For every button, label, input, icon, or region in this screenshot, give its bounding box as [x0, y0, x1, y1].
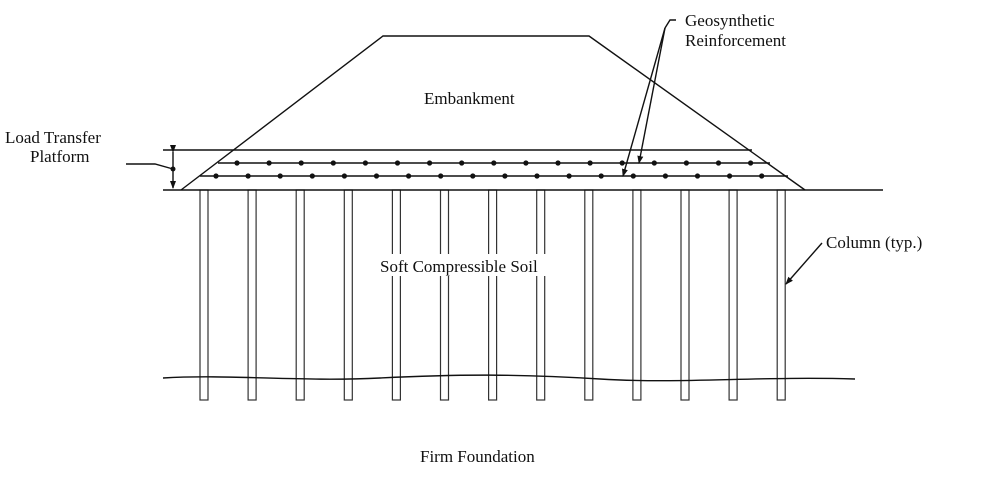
column: [536, 189, 546, 401]
column: [776, 189, 786, 401]
reinforcement-dot: [406, 173, 412, 179]
column: [584, 189, 594, 401]
reinforcement-dot: [748, 160, 754, 166]
reinforcement-dot: [373, 173, 380, 179]
reinforcement-dot: [587, 160, 593, 166]
reinforcement-dot: [438, 173, 444, 179]
reinforcement-dot: [662, 173, 669, 179]
reinforcement-dot: [277, 173, 283, 179]
reinforcement-dot: [523, 160, 529, 166]
reinforcement-dot: [555, 160, 561, 166]
reinforcement-dot: [213, 173, 219, 179]
reinforcement-dot: [727, 173, 733, 179]
embankment-outline: [180, 35, 806, 191]
reinforcement-dot: [502, 173, 508, 179]
ltp-label-1: Load Transfer: [5, 128, 101, 147]
reinforcement-dots: [213, 160, 765, 179]
reinforcement-dot: [427, 160, 433, 166]
reinforcement-dot: [234, 160, 240, 166]
column: [728, 189, 738, 401]
geosynthetic-label-2: Reinforcement: [685, 31, 786, 50]
soft-soil-label-bg: [376, 254, 582, 276]
column: [343, 189, 353, 401]
column: [680, 189, 690, 401]
reinforcement-dot: [694, 173, 701, 179]
column: [391, 189, 401, 401]
columns: [199, 189, 786, 401]
reinforcement-dot: [598, 173, 604, 179]
reinforcement-dot: [630, 173, 636, 179]
reinforcement-dot: [651, 160, 657, 166]
ltp-label-2: Platform: [30, 147, 90, 166]
reinforcement-dot: [394, 160, 401, 166]
ltp-leader: [126, 163, 174, 170]
reinforcement-dot: [566, 173, 572, 179]
geosynthetic-leader-bracket: [664, 19, 676, 29]
reinforcement-dot: [330, 160, 336, 166]
reinforcement-dot: [459, 160, 465, 166]
column: [488, 189, 498, 401]
column: [199, 189, 209, 401]
column: [632, 189, 642, 401]
reinforcement-dot: [491, 160, 497, 166]
reinforcement-dot: [759, 173, 765, 179]
geosynthetic-leader-upper: [637, 27, 666, 164]
reinforcement-dot: [619, 160, 625, 166]
column-label: Column (typ.): [826, 233, 922, 252]
firm-foundation-boundary: [162, 374, 856, 382]
reinforcement-dot: [245, 173, 251, 179]
soft-soil-label: Soft Compressible Soil: [380, 257, 538, 276]
reinforcement-dot: [470, 173, 476, 179]
geosynthetic-label-1: Geosynthetic: [685, 11, 775, 30]
reinforcement-dot: [341, 173, 347, 179]
embankment-label: Embankment: [424, 89, 515, 108]
reinforcement-dot: [298, 160, 304, 166]
reinforcement-dot: [534, 173, 540, 179]
firm-foundation-label: Firm Foundation: [420, 447, 535, 466]
reinforcement-dot: [683, 160, 690, 166]
reinforcement-dot: [362, 160, 368, 166]
reinforcement-dot: [715, 160, 722, 166]
column: [439, 189, 450, 401]
column-leader: [785, 242, 823, 285]
geosynthetic-leader-lower: [622, 27, 666, 177]
reinforcement-dot: [266, 160, 272, 166]
reinforcement-dot: [309, 173, 315, 179]
column: [295, 189, 305, 401]
column: [247, 189, 257, 401]
